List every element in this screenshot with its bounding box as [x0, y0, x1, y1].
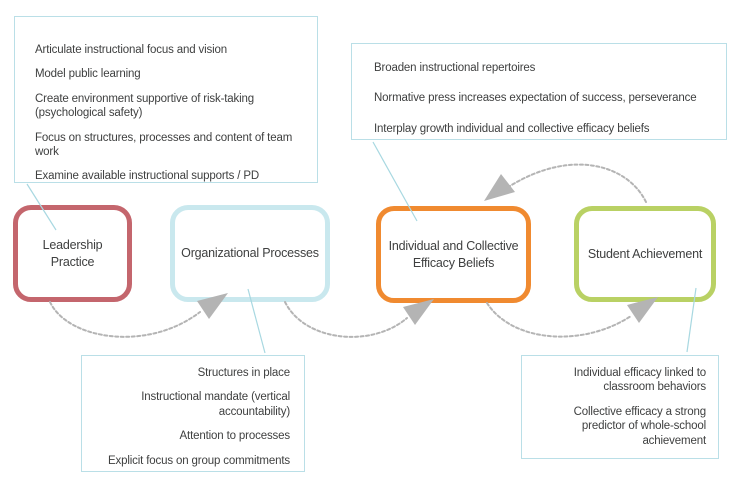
callout-organizational-indicators: Structures in place Instructional mandat… — [81, 355, 305, 472]
callout-item: Instructional mandate (vertical accounta… — [141, 391, 290, 418]
callout-item: Broaden instructional repertoires — [374, 62, 536, 74]
callout-item: Articulate instructional focus and visio… — [35, 44, 228, 56]
callout-item: Collective efficacy a strong predictor o… — [573, 405, 707, 447]
flow-arc-leadership-to-organizational — [49, 301, 201, 338]
node-efficacy-beliefs: Individual and Collective Efficacy Belie… — [376, 206, 531, 303]
node-label: Leadership — [42, 237, 103, 252]
node-organizational-processes: Organizational Processes — [170, 205, 330, 302]
callout-item: Normative press increases expectation of… — [374, 92, 697, 105]
node-label: Organizational Processes — [181, 246, 319, 261]
flow-arc-achievement-feedback — [509, 163, 647, 203]
callout-item: Interplay growth individual and collecti… — [374, 122, 650, 135]
arrowhead-feedback-into-efficacy — [484, 174, 515, 201]
callout-item: Focus on structures, processes and conte… — [35, 131, 293, 158]
callout-item: Create environment supportive of risk-ta… — [35, 92, 255, 120]
callout-leadership-practices: Articulate instructional focus and visio… — [14, 16, 318, 183]
callout-item: Structures in place — [197, 367, 291, 379]
node-student-achievement: Student Achievement — [574, 206, 716, 302]
callout-item: Individual efficacy linked to classroom … — [573, 367, 706, 394]
flow-arc-efficacy-to-achievement — [486, 302, 632, 338]
node-label: Practice — [50, 254, 95, 269]
callout-efficacy-outcomes: Broaden instructional repertoires Normat… — [351, 43, 727, 140]
callout-achievement-links: Individual efficacy linked to classroom … — [521, 355, 719, 459]
callout-item: Attention to processes — [179, 430, 291, 443]
callout-item: Examine available instructional supports… — [35, 170, 260, 183]
node-label: Efficacy Beliefs — [412, 255, 495, 270]
node-label: Student Achievement — [587, 246, 703, 261]
node-leadership-practice: Leadership Practice — [13, 205, 132, 302]
callout-item: Model public learning — [35, 68, 141, 81]
flow-arc-organizational-to-efficacy — [284, 301, 408, 338]
node-label: Individual and Collective — [388, 238, 519, 253]
callout-item: Explicit focus on group commitments — [107, 454, 290, 467]
